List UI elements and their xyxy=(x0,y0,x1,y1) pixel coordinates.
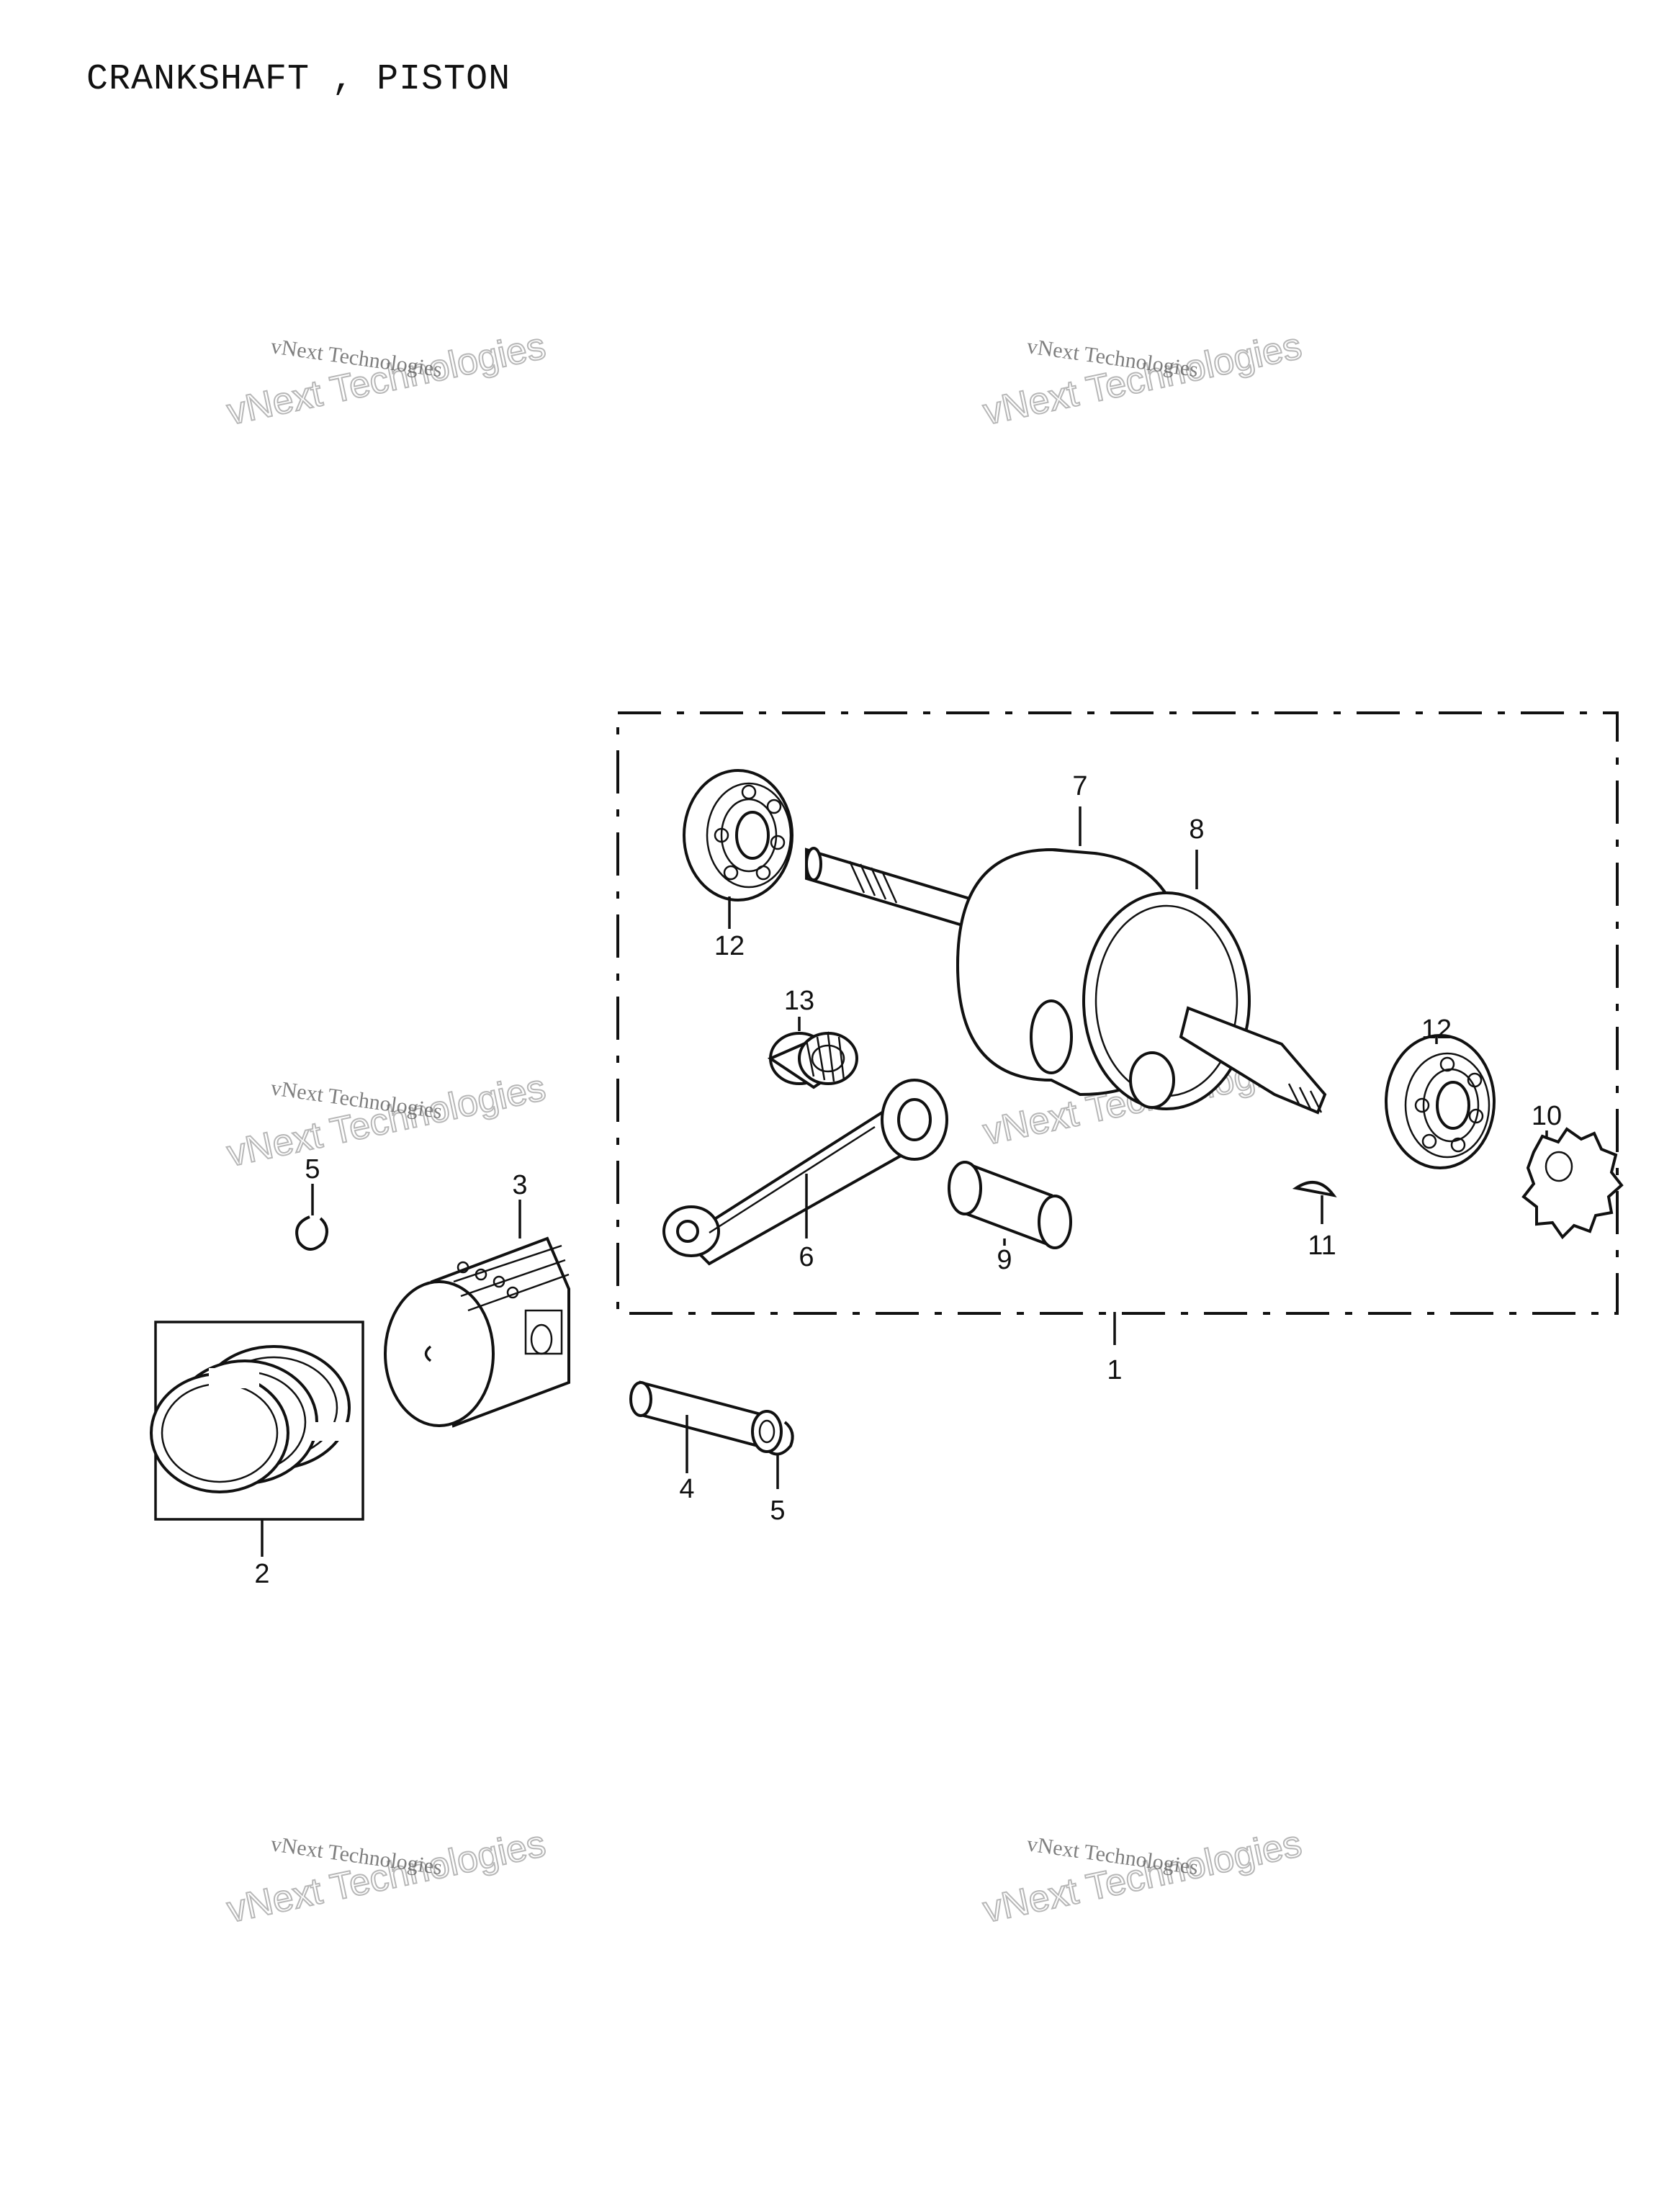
piston xyxy=(384,1236,570,1428)
watermark-bottom-right: vNext Technologies vNext Technologies xyxy=(979,1822,1305,1931)
watermark-top-left: vNext Technologies vNext Technologies xyxy=(222,324,549,433)
callout-9: 9 xyxy=(997,1245,1012,1275)
callout-3: 3 xyxy=(512,1170,527,1200)
watermark-middle-left: vNext Technologies vNext Technologies xyxy=(222,1066,549,1175)
callout-5-lower: 5 xyxy=(770,1496,785,1526)
callout-4: 4 xyxy=(679,1474,694,1504)
piston-pin xyxy=(629,1380,783,1453)
piston-rings xyxy=(150,1345,353,1493)
needle-bearing xyxy=(767,1031,858,1089)
watermark-top-right: vNext Technologies vNext Technologies xyxy=(979,324,1305,433)
leader-lines xyxy=(261,806,1548,1557)
page-title: CRANKSHAFT , PISTON xyxy=(86,59,511,100)
callout-1: 1 xyxy=(1107,1355,1122,1385)
callout-11: 11 xyxy=(1308,1231,1336,1261)
callout-13: 13 xyxy=(784,986,814,1016)
callout-5-upper: 5 xyxy=(305,1154,320,1184)
drive-sprocket xyxy=(1521,1127,1624,1240)
connecting-rod xyxy=(662,1079,948,1266)
circlip-left xyxy=(295,1215,328,1251)
ball-bearing-right xyxy=(1385,1034,1496,1169)
watermark-bottom-left: vNext Technologies vNext Technologies xyxy=(222,1822,549,1931)
callout-2: 2 xyxy=(254,1559,269,1589)
callout-10: 10 xyxy=(1532,1101,1562,1131)
callout-6: 6 xyxy=(799,1242,814,1272)
assembly-box-crankshaft xyxy=(616,711,1619,1315)
callout-7: 7 xyxy=(1072,771,1087,801)
callout-12-left: 12 xyxy=(714,931,745,961)
callout-12-right: 12 xyxy=(1421,1015,1452,1045)
crank-pin xyxy=(948,1161,1072,1249)
callout-8: 8 xyxy=(1189,814,1204,845)
ball-bearing-left xyxy=(683,769,793,902)
crankshaft xyxy=(805,847,1327,1115)
woodruff-key xyxy=(1292,1181,1337,1197)
